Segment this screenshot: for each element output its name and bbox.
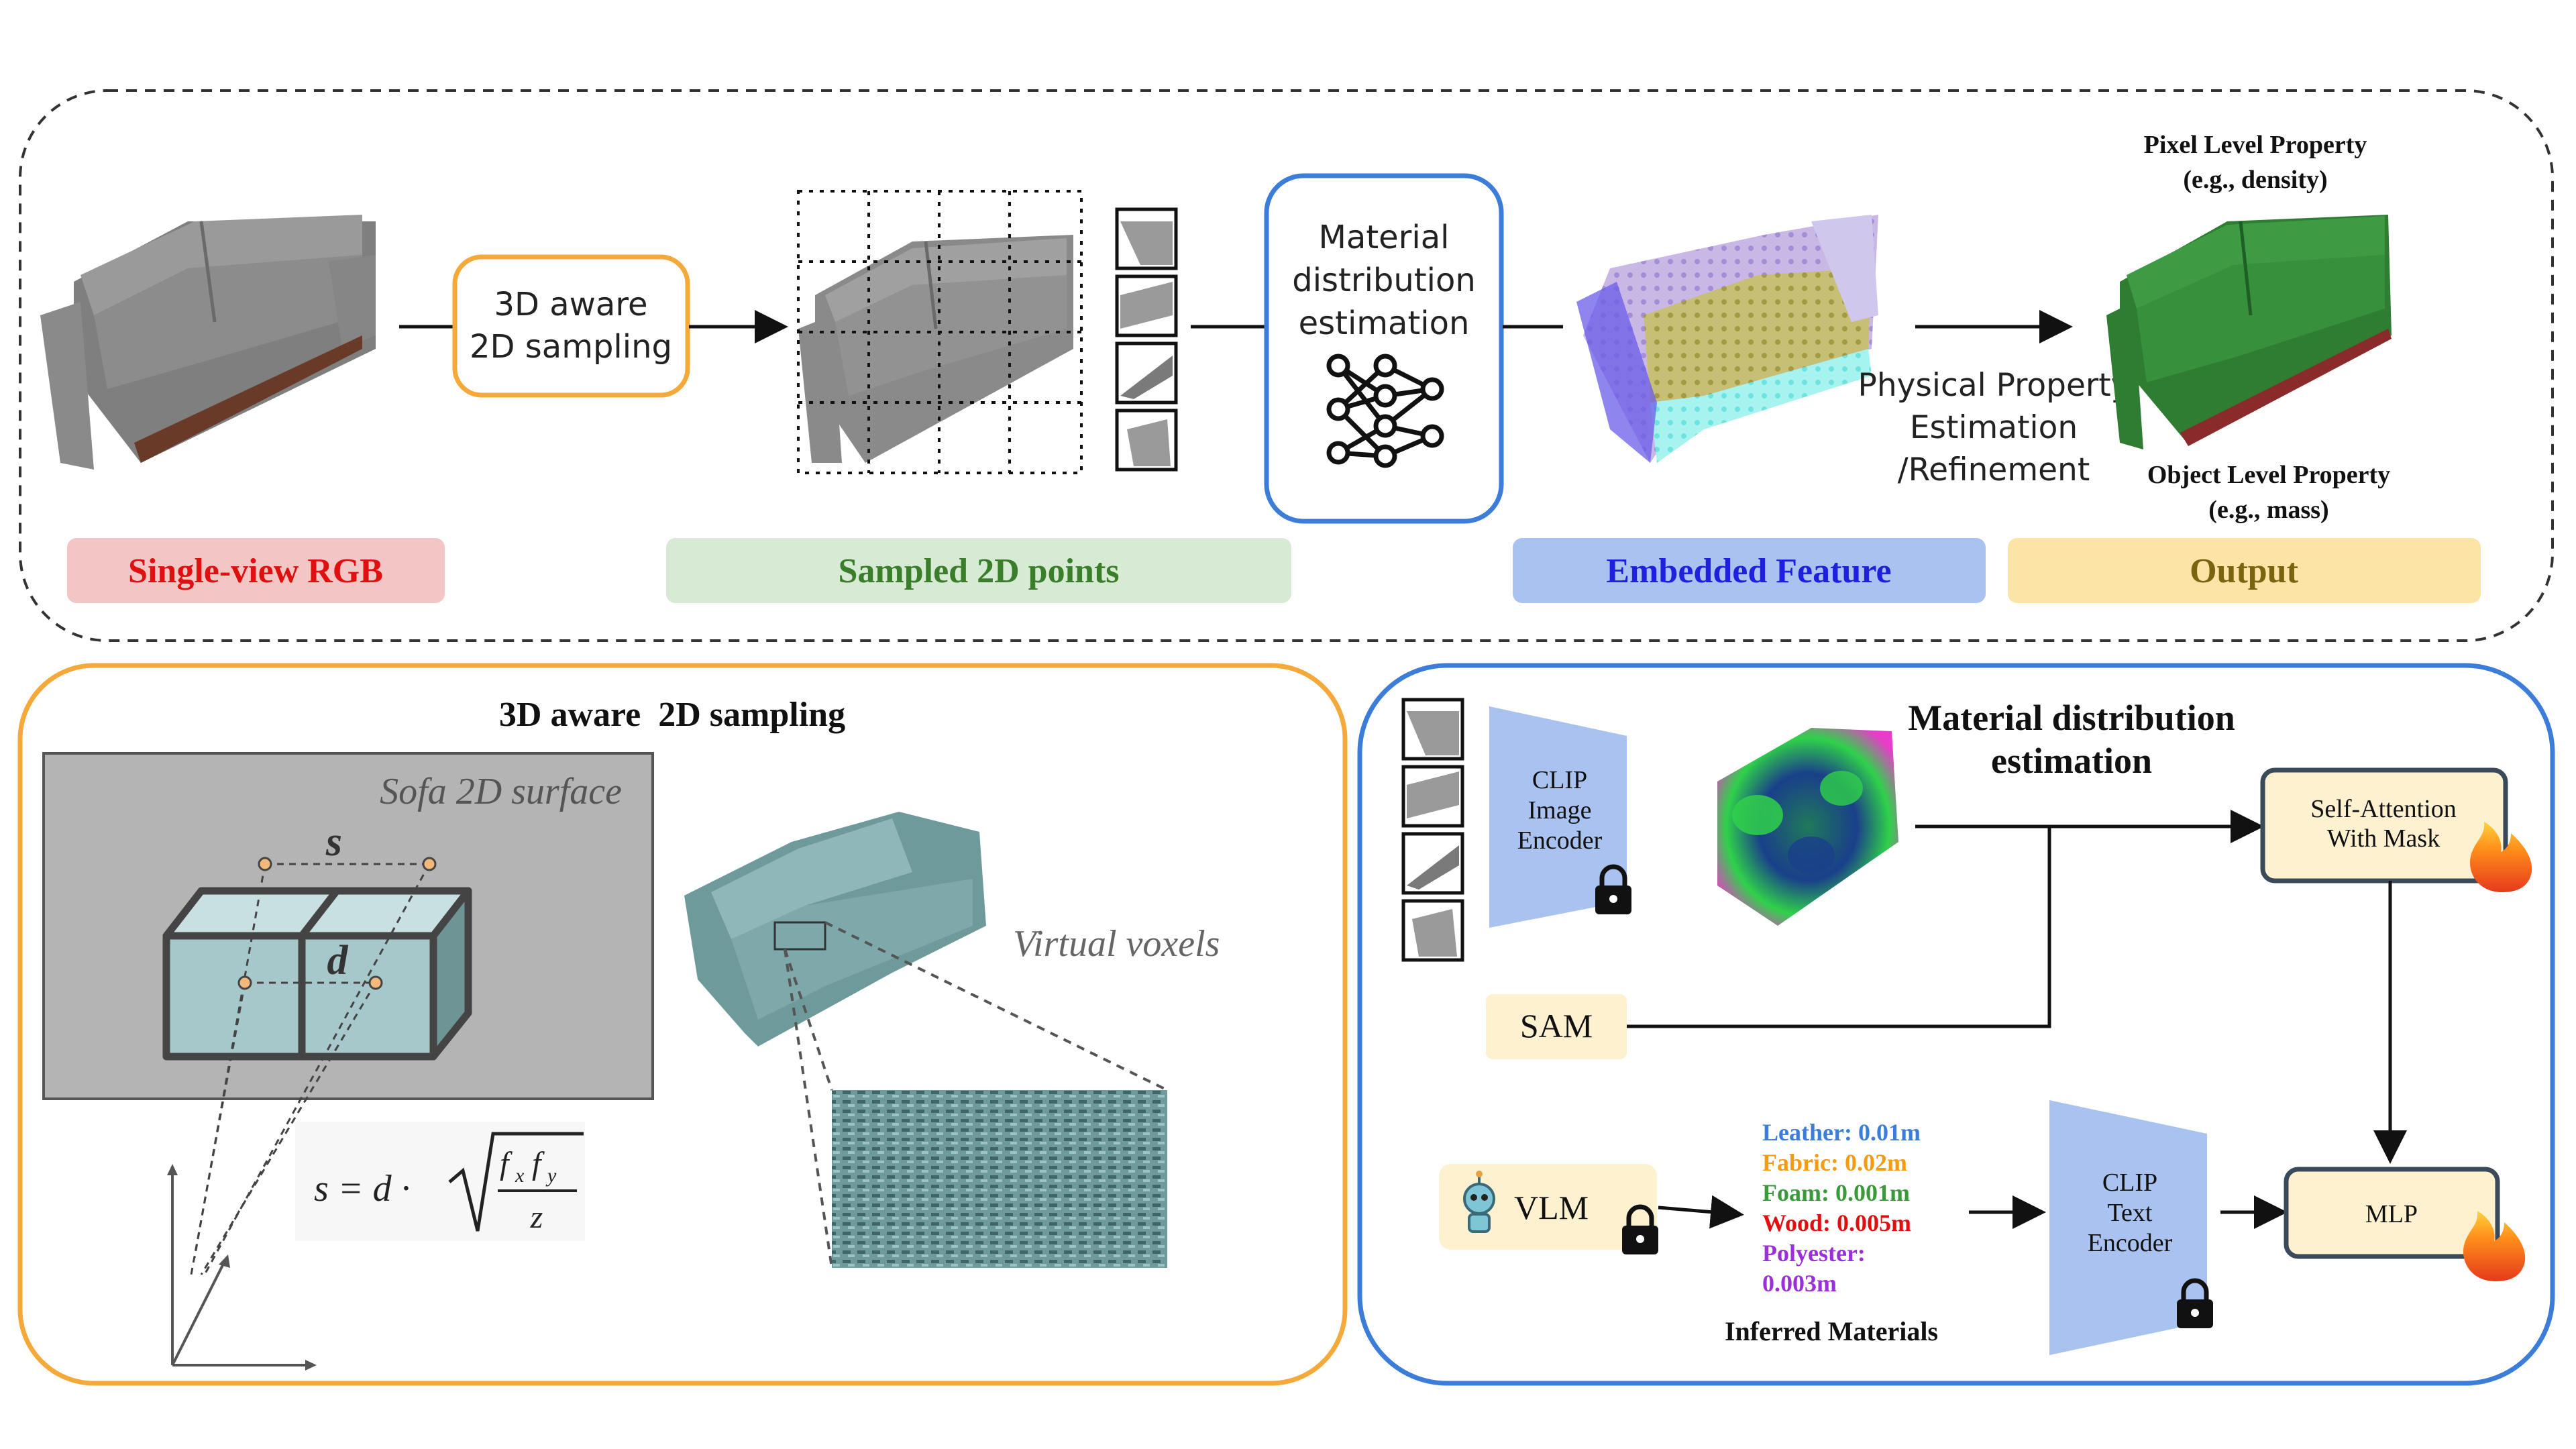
sampled-sofa-image — [798, 235, 1073, 463]
input-sofa-image — [40, 215, 376, 470]
projection-lines — [190, 863, 431, 1275]
neural-network-icon — [1326, 354, 1444, 468]
sample-point — [368, 975, 383, 990]
physical-property-line2: Estimation — [1910, 409, 2078, 446]
d-label: d — [327, 938, 349, 983]
output-sofa-image — [2106, 215, 2392, 449]
label-bg-output — [2008, 538, 2481, 603]
self-attention-box — [2260, 767, 2508, 883]
self-attention-line1: Self-Attention — [2310, 795, 2456, 823]
mde-panel-title-line2: estimation — [1991, 741, 2152, 781]
lock-icon — [2177, 1278, 2213, 1328]
vlm-box — [1439, 1164, 1657, 1250]
formula-lhs: s = d · — [314, 1168, 411, 1210]
label-single-view: Single-view RGB — [128, 552, 383, 590]
label-embedded-feature: Embedded Feature — [1606, 552, 1891, 590]
sam-label: SAM — [1520, 1007, 1593, 1044]
sofa-2d-surface-label: Sofa 2D surface — [380, 771, 622, 812]
sample-point — [237, 975, 252, 990]
clip-image-encoder — [1489, 706, 1627, 928]
clip-text-line3: Encoder — [2088, 1229, 2173, 1257]
axis-arrow-diagonal-icon — [219, 1254, 230, 1268]
flame-icon — [2463, 1211, 2526, 1281]
label-sampled-points: Sampled 2D points — [839, 552, 1120, 590]
sampling-box-line2: 2D sampling — [470, 328, 672, 366]
pixel-level-line1: Pixel Level Property — [2144, 131, 2367, 159]
mde-box-line3: estimation — [1299, 305, 1470, 342]
mde-box-line1: Material — [1319, 219, 1450, 256]
clip-text-line1: CLIP — [2102, 1169, 2157, 1197]
material-item: Fabric: 0.02m — [1762, 1149, 1907, 1176]
physical-property-line3: /Refinement — [1898, 451, 2090, 488]
materials-list: Leather: 0.01m Fabric: 0.02m Foam: 0.001… — [1762, 1119, 1921, 1297]
patch-thumbnails-top — [1115, 207, 1178, 472]
sampling-panel-title: 3D aware 2D sampling — [499, 696, 845, 734]
camera-axes — [171, 1171, 309, 1366]
virtual-voxel-sofa — [684, 812, 986, 1046]
clip-image-line2: Image — [1528, 796, 1592, 824]
mlp-label: MLP — [2365, 1200, 2418, 1228]
inferred-materials-caption: Inferred Materials — [1725, 1316, 1938, 1346]
material-item: Leather: 0.01m — [1762, 1119, 1921, 1146]
sampling-box — [452, 254, 690, 398]
axis-arrow-right-icon — [305, 1360, 317, 1371]
material-feature-blob — [1717, 728, 1898, 926]
zoom-lines — [784, 921, 1168, 1269]
material-item: 0.003m — [1762, 1270, 1837, 1297]
axis-arrow-up-icon — [167, 1164, 178, 1175]
clip-image-line3: Encoder — [1517, 826, 1603, 855]
mde-panel-title-line1: Material distribution — [1908, 698, 2235, 738]
voxel-zoom-patch — [832, 1090, 1167, 1268]
clip-text-line2: Text — [2108, 1199, 2153, 1227]
material-item: Wood: 0.005m — [1762, 1210, 1911, 1236]
formula-denominator: z — [530, 1199, 543, 1235]
label-bg-sampled-points — [666, 538, 1291, 603]
sampling-detail-panel — [17, 663, 1348, 1386]
self-attention-line2: With Mask — [2327, 824, 2440, 853]
flame-icon — [2470, 822, 2532, 892]
sample-point — [422, 857, 437, 871]
material-item: Polyester: — [1762, 1240, 1866, 1267]
material-item: Foam: 0.001m — [1762, 1179, 1910, 1206]
mde-box-line2: distribution — [1292, 262, 1476, 299]
sam-box — [1486, 994, 1627, 1059]
clip-image-line1: CLIP — [1532, 766, 1587, 794]
patch-thumbnails-bottom — [1401, 698, 1464, 962]
mlp-box — [2284, 1167, 2500, 1259]
formula-num-x: x — [515, 1165, 525, 1187]
label-output: Output — [2190, 552, 2299, 590]
object-level-line1: Object Level Property — [2147, 461, 2390, 489]
virtual-voxels-label: Virtual voxels — [1013, 923, 1220, 965]
sampling-box-line1: 3D aware — [494, 286, 647, 323]
s-label: s — [325, 819, 342, 865]
robot-icon — [1463, 1171, 1495, 1233]
formula-num-y: y — [545, 1165, 557, 1187]
lock-icon — [1622, 1204, 1658, 1254]
object-level-line2: (e.g., mass) — [2208, 496, 2328, 524]
lock-icon — [1595, 864, 1631, 914]
physical-property-line1: Physical Property — [1858, 367, 2129, 404]
clip-text-encoder — [2049, 1100, 2207, 1355]
flow-line-sam-to-attention — [1625, 826, 2051, 1028]
label-bg-embedded-feature — [1513, 538, 1986, 603]
pixel-level-line2: (e.g., density) — [2183, 166, 2327, 194]
sample-point — [258, 857, 272, 871]
sampling-grid — [797, 190, 1083, 474]
formula: s = d · f x f y z — [295, 1122, 585, 1241]
embedded-feature-image — [1576, 215, 1878, 463]
voxel-cubes — [162, 887, 472, 1061]
vlm-label: VLM — [1514, 1189, 1589, 1226]
flow-arrow-vlm-to-materials — [1658, 1195, 1744, 1229]
mde-detail-panel — [1357, 663, 2555, 1386]
label-bg-single-view — [67, 538, 445, 603]
